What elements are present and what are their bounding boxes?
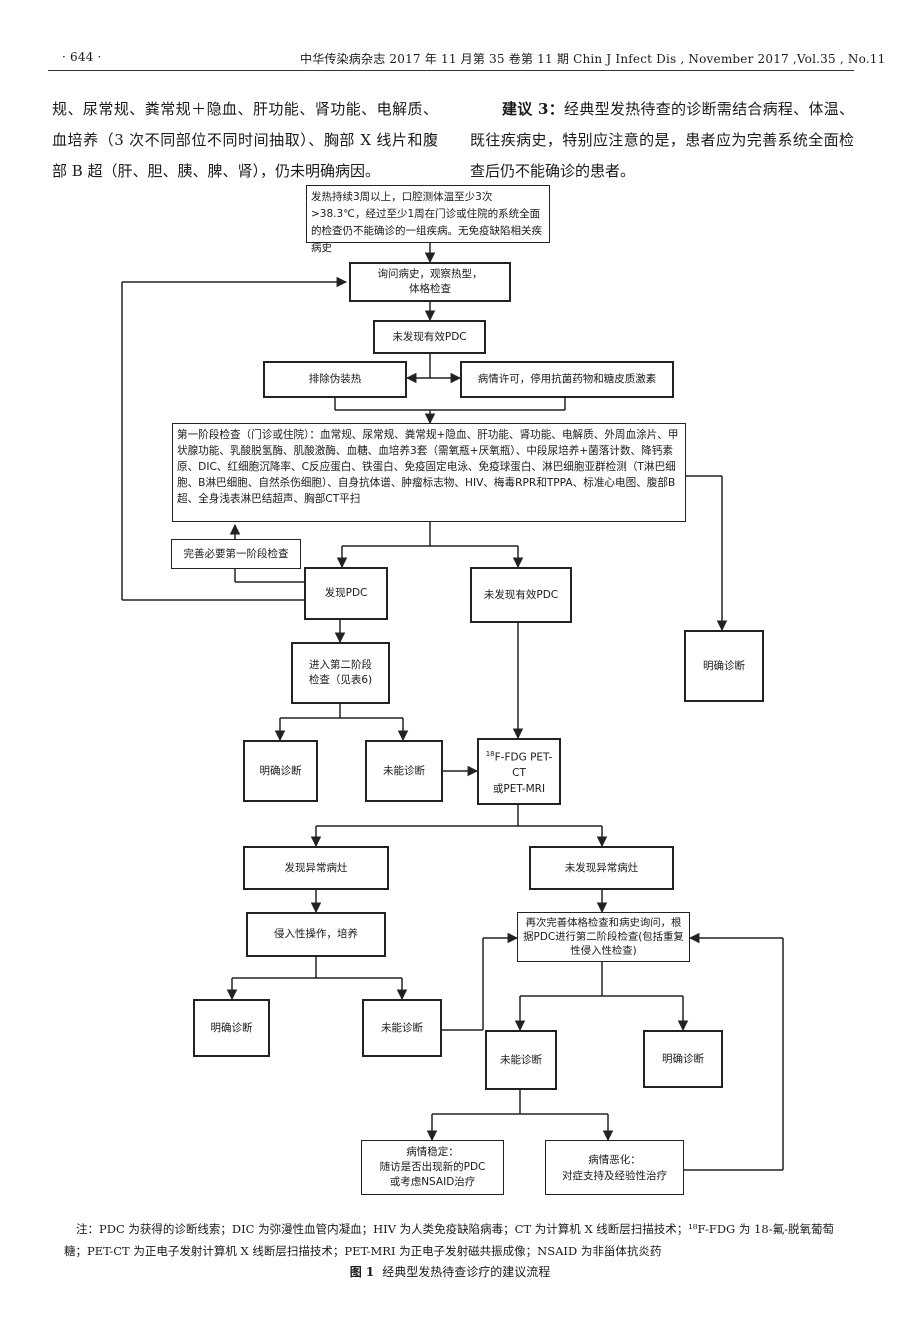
invasive-procedure-box: 侵入性操作，培养 [246,912,386,957]
history-exam-text: 询问病史，观察热型， 体格检查 [377,268,483,295]
abnormal-lesion-box: 发现异常病灶 [243,846,389,890]
journal-running-header: 中华传染病杂志 2017 年 11 月第 35 卷第 11 期 Chin J I… [300,52,886,66]
figure-caption: 图 1 经典型发热待查诊疗的建议流程 [0,1263,900,1280]
left-paragraph-text: 规、尿常规、粪常规＋隐血、肝功能、肾功能、电解质、血培养（3 次不同部位不同时间… [52,100,438,180]
no-pdc-box-2: 未发现有效PDC [470,567,572,623]
pet-imaging-text: F-FDG PET-CT 或PET-MRI [492,751,553,796]
stable-condition-text: 病情稳定： 随访是否出现新的PDC 或考虑NSAID治疗 [379,1146,486,1188]
pdc-found-box: 发现PDC [304,567,388,620]
diagnosis-confirmed-box-2: 明确诊断 [243,740,318,802]
pet-imaging-box: 18F-FDG PET-CT 或PET-MRI [477,738,561,805]
left-paragraph: 规、尿常规、粪常规＋隐血、肝功能、肾功能、电解质、血培养（3 次不同部位不同时间… [52,94,438,187]
fuo-definition-box: 发热持续3周以上，口腔测体温至少3次>38.3℃，经过至少1周在门诊或住院的系统… [306,185,550,254]
recommendation-label: 建议 3： [502,100,565,118]
figure-note: 注：PDC 为获得的诊断线索；DIC 为弥漫性血管内凝血；HIV 为人类免疫缺陷… [64,1222,834,1258]
page-number: · 644 · [62,50,102,64]
diagnosis-confirmed-box-1: 明确诊断 [684,630,764,702]
worsening-condition-box: 病情恶化： 对症支持及经验性治疗 [545,1140,684,1195]
worsening-condition-text: 病情恶化： 对症支持及经验性治疗 [562,1153,667,1182]
exclude-factitious-fever-box: 排除伪装热 [263,361,407,398]
undiagnosed-box-2: 未能诊断 [362,999,442,1057]
diagnosis-confirmed-box-3: 明确诊断 [193,999,270,1057]
stable-condition-box: 病情稳定： 随访是否出现新的PDC 或考虑NSAID治疗 [361,1140,504,1195]
second-stage-text: 进入第二阶段 检查（见表6) [308,659,373,686]
undiagnosed-box-3: 未能诊断 [485,1030,557,1090]
header-rule [48,70,854,71]
right-paragraph-text: 经典型发热待查的诊断需结合病程、体温、既往疾病史，特别应注意的是，患者应为完善系… [470,100,854,180]
diagnosis-confirmed-box-4: 明确诊断 [643,1030,723,1088]
first-stage-exam-box: 第一阶段检查（门诊或住院）：血常规、尿常规、粪常规+隐血、肝功能、肾功能、电解质… [172,423,686,522]
no-pdc-box-1: 未发现有效PDC [373,320,486,354]
figure-title: 经典型发热待查诊疗的建议流程 [382,1265,551,1279]
undiagnosed-box-1: 未能诊断 [365,740,443,802]
no-abnormal-lesion-box: 未发现异常病灶 [529,846,674,890]
right-paragraph: 建议 3：经典型发热待查的诊断需结合病程、体温、既往疾病史，特别应注意的是，患者… [470,94,854,187]
second-stage-box: 进入第二阶段 检查（见表6) [291,642,390,704]
figure-label: 图 1 [349,1265,375,1279]
stop-antibiotics-box: 病情许可，停用抗菌药物和糖皮质激素 [460,361,674,398]
fluorine-18-superscript: 18 [485,749,495,758]
repeat-exam-box: 再次完善体格检查和病史询问，根据PDC进行第二阶段检查(包括重复性侵入性检查) [517,912,690,962]
complete-first-stage-box: 完善必要第一阶段检查 [171,539,301,569]
history-exam-box: 询问病史，观察热型， 体格检查 [349,262,511,302]
